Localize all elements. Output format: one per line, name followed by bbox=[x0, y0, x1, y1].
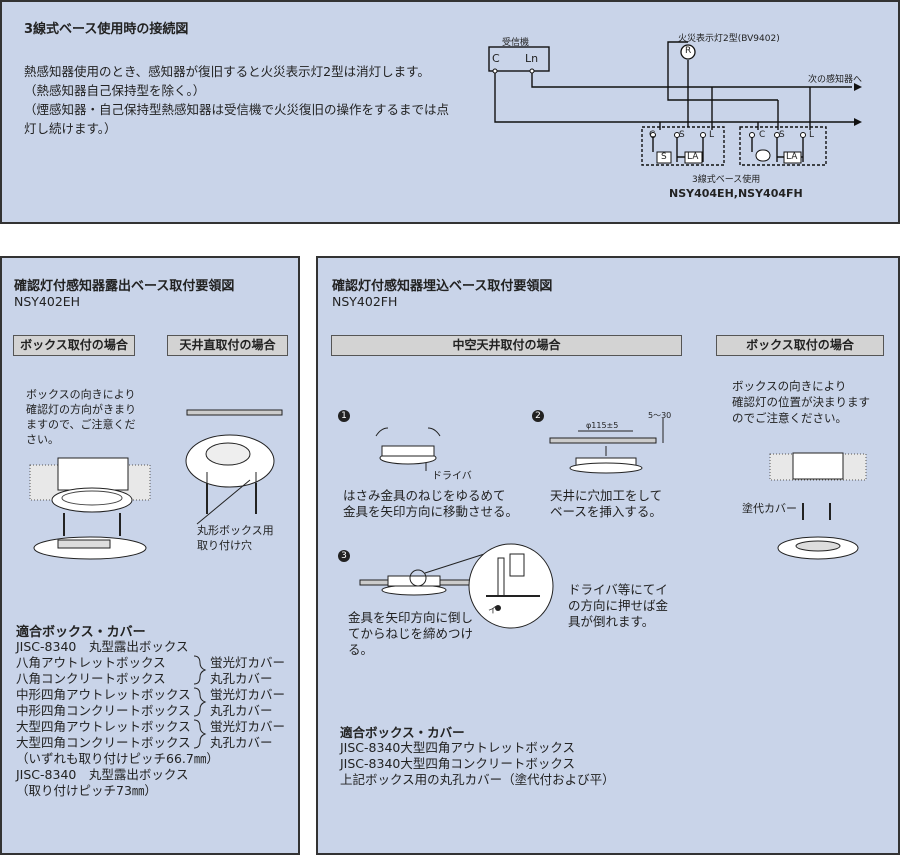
left-note-4: さい。 bbox=[26, 433, 59, 446]
left-title: 確認灯付感知器露出ベース取付要領図 bbox=[14, 279, 235, 294]
base2-term-s: S bbox=[779, 130, 785, 140]
base2-term-l: L bbox=[809, 130, 815, 140]
right-fit-item-3: 上記ボックス用の丸孔カバー（塗代付および平） bbox=[340, 772, 615, 787]
step2-dim-diameter: φ115±5 bbox=[586, 421, 619, 430]
cover-brackets bbox=[193, 655, 207, 749]
step3-text-1: 金具を矢印方向に倒し bbox=[348, 610, 474, 625]
wiring-diagram bbox=[488, 41, 862, 166]
right-fit-title: 適合ボックス・カバー bbox=[340, 725, 465, 740]
base-model: NSY404EH,NSY404FH bbox=[669, 187, 803, 200]
right-panel: 確認灯付感知器埋込ベース取付要領図 NSY402FH 中空天井取付の場合 ボック… bbox=[316, 256, 900, 855]
base1-term-l: L bbox=[709, 130, 715, 140]
left-note-1: ボックスの向きにより bbox=[26, 388, 136, 401]
right-box-note-1: ボックスの向きにより bbox=[732, 379, 847, 393]
right-box-note-2: 確認灯の位置が決まります bbox=[732, 395, 870, 409]
left-cover-3: 蛍光灯カバー bbox=[210, 687, 286, 702]
step3-number: 3 bbox=[338, 550, 350, 562]
top-desc-line-4: 灯し続けます。） bbox=[24, 121, 117, 136]
step1-text-2: 金具を矢印方向に移動させる。 bbox=[343, 504, 519, 519]
lamp-symbol: R bbox=[685, 46, 692, 56]
left-fit-item-8: （いずれも取り付けピッチ66.7㎜） bbox=[16, 751, 219, 766]
right-title: 確認灯付感知器埋込ベース取付要領図 bbox=[332, 279, 553, 294]
base1-la-box: LA bbox=[687, 152, 699, 162]
step2-dim-thickness: 5～30 bbox=[648, 411, 672, 420]
left-header-box: ボックス取付の場合 bbox=[13, 335, 135, 356]
left-fit-item-7: 大型四角コンクリートボックス bbox=[16, 735, 191, 750]
left-fit-item-9: JISC-8340 丸型露出ボックス bbox=[16, 767, 189, 782]
right-model: NSY402FH bbox=[332, 294, 398, 309]
step3-note-2: の方向に押せば金 bbox=[568, 598, 669, 613]
step2-text-1: 天井に穴加工をして bbox=[550, 488, 663, 503]
left-model: NSY402EH bbox=[14, 294, 81, 309]
left-fit-item-4: 中形四角アウトレットボックス bbox=[16, 687, 191, 702]
step3-text-3: る。 bbox=[348, 642, 374, 657]
left-fit-item-3: 八角コンクリートボックス bbox=[16, 671, 166, 686]
left-fit-item-1: JISC-8340 丸型露出ボックス bbox=[16, 639, 189, 654]
ceiling-mount-illustration bbox=[185, 409, 283, 525]
step2-illustration bbox=[549, 418, 664, 474]
receiver-label: 受信機 bbox=[502, 38, 530, 48]
base-caption: 3線式ベース使用 bbox=[692, 175, 761, 185]
left-header-ceiling: 天井直取付の場合 bbox=[167, 335, 288, 356]
step3-note-1: ドライバ等にてイ bbox=[568, 582, 668, 597]
step3-illustration bbox=[359, 543, 554, 629]
left-panel: 確認灯付感知器露出ベース取付要領図 NSY402EH ボックス取付の場合 天井直… bbox=[0, 256, 300, 855]
left-cover-2: 丸孔カバー bbox=[210, 671, 273, 686]
step2-number: 2 bbox=[532, 410, 544, 422]
left-fit-item-10: （取り付けピッチ73㎜） bbox=[16, 783, 157, 798]
right-cover-label: 塗代カバー bbox=[742, 502, 797, 515]
step1-number: 1 bbox=[338, 410, 350, 422]
left-cover-4: 丸孔カバー bbox=[210, 703, 273, 718]
left-fit-item-6: 大型四角アウトレットボックス bbox=[16, 719, 191, 734]
left-fit-item-2: 八角アウトレットボックス bbox=[16, 655, 166, 670]
top-panel: 3線式ベース使用時の接続図 熱感知器使用のとき、感知器が復旧すると火災表示灯2型… bbox=[0, 0, 900, 224]
top-desc-line-3: （煙感知器・自己保持型熱感知器は受信機で火災復旧の操作をするまでは点 bbox=[24, 102, 450, 117]
step3-text-2: てからねじを締めつけ bbox=[348, 626, 474, 641]
next-detector-label: 次の感知器へ bbox=[808, 75, 863, 85]
base2-term-c: C bbox=[759, 130, 766, 140]
left-cover-1: 蛍光灯カバー bbox=[210, 655, 286, 670]
step3-note-3: 具が倒れます。 bbox=[568, 614, 655, 629]
left-note-2: 確認灯の方向がきまり bbox=[26, 403, 136, 416]
right-box-illustration bbox=[769, 452, 867, 560]
round-box-label-1: 丸形ボックス用 bbox=[197, 524, 274, 537]
top-desc-line-2: （熱感知器自己保持型を除く。） bbox=[24, 83, 206, 98]
receiver-terminal-c: C bbox=[492, 52, 500, 65]
base1-term-c: C bbox=[649, 130, 656, 140]
step1-text-1: はさみ金具のねじをゆるめて bbox=[343, 488, 506, 503]
step3-detail-letter: イ bbox=[488, 606, 498, 616]
box-mount-illustration bbox=[29, 457, 151, 560]
right-fit-item-2: JISC-8340大型四角コンクリートボックス bbox=[340, 756, 575, 771]
right-box-note-3: のでご注意ください。 bbox=[732, 411, 847, 425]
top-desc-line-1: 熱感知器使用のとき、感知器が復旧すると火災表示灯2型は消灯します。 bbox=[24, 64, 430, 79]
right-header-box: ボックス取付の場合 bbox=[716, 335, 884, 356]
left-note-3: ますので、ご注意くだ bbox=[26, 418, 136, 431]
base1-s-box: S bbox=[661, 152, 667, 162]
receiver-terminal-ln: Ln bbox=[525, 52, 539, 65]
step1-illustration bbox=[375, 427, 441, 471]
left-cover-6: 丸孔カバー bbox=[210, 735, 273, 750]
left-fit-title: 適合ボックス・カバー bbox=[16, 625, 146, 640]
top-title: 3線式ベース使用時の接続図 bbox=[24, 22, 189, 37]
step1-driver-label: ドライバ bbox=[432, 471, 472, 482]
round-box-label-2: 取り付け穴 bbox=[197, 539, 252, 552]
left-cover-5: 蛍光灯カバー bbox=[210, 719, 286, 734]
lamp-label: 火災表示灯2型(BV9402) bbox=[678, 34, 780, 44]
step2-text-2: ベースを挿入する。 bbox=[550, 504, 662, 519]
base2-la-box: LA bbox=[786, 152, 798, 162]
right-fit-item-1: JISC-8340大型四角アウトレットボックス bbox=[340, 740, 575, 755]
base1-term-s: S bbox=[679, 130, 685, 140]
left-fit-item-5: 中形四角コンクリートボックス bbox=[16, 703, 191, 718]
right-header-hollow: 中空天井取付の場合 bbox=[331, 335, 682, 356]
